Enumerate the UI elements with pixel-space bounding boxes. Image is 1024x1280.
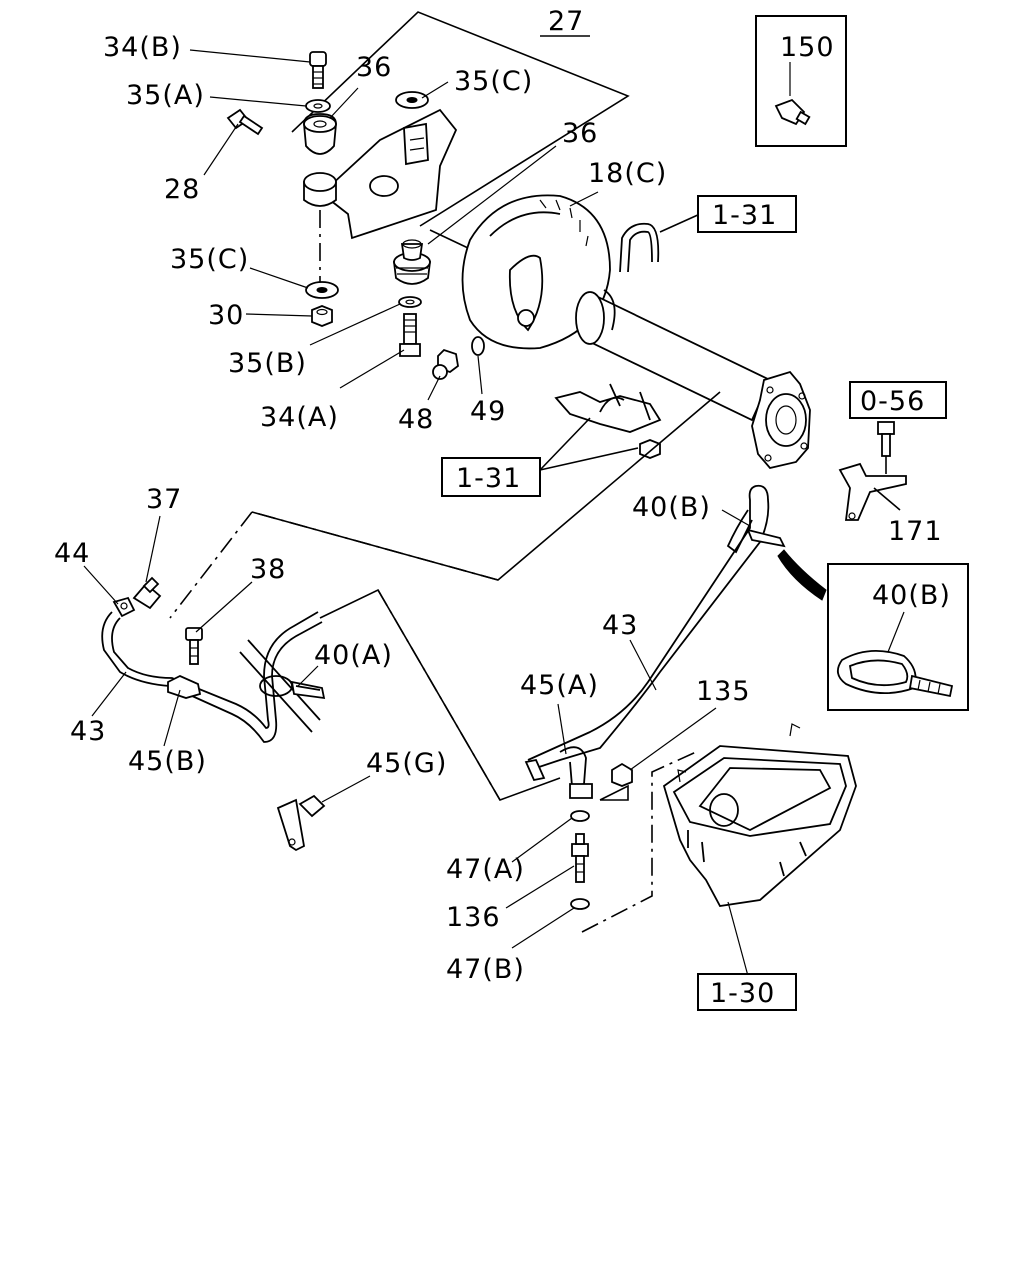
ref-box-150-label: 150 [780, 32, 835, 63]
bushing-36-lower [392, 239, 432, 285]
washer-47a [570, 810, 590, 822]
washer-35c-lower-hole [316, 287, 328, 293]
ref-box-1-30[interactable]: 1-30 [697, 973, 797, 1011]
ref-box-1-31-top-label: 1-31 [712, 200, 777, 231]
callout-48: 48 [398, 404, 434, 435]
bolt-38 [185, 627, 203, 665]
ref-box-0-56-label: 0-56 [860, 386, 925, 417]
callout-43-right: 43 [602, 610, 638, 641]
bracket-171 [838, 421, 907, 521]
callout-44: 44 [54, 538, 90, 569]
bolt-34a [399, 313, 421, 357]
washer-35b [398, 296, 422, 308]
callout-135: 135 [696, 676, 751, 707]
callout-45a: 45(A) [520, 670, 599, 701]
callout-171: 171 [888, 516, 943, 547]
washer-47b [570, 898, 590, 910]
fitting-44 [112, 596, 136, 618]
boundary-40a-dash [377, 589, 501, 801]
callout-37: 37 [146, 484, 182, 515]
callout-18c: 18(C) [588, 158, 667, 189]
clamp-40b-installed [746, 528, 827, 601]
clip-45b [167, 675, 202, 699]
nut-30 [311, 305, 333, 327]
nut-small [639, 439, 661, 459]
callout-40a: 40(A) [314, 640, 393, 671]
leaders-1-31-mid [539, 417, 639, 471]
callout-45g: 45(G) [366, 748, 447, 779]
callout-43-left: 43 [70, 716, 106, 747]
boundary-40a [319, 588, 561, 801]
leader-1-31-top [659, 213, 701, 233]
washer-35b-hole [405, 299, 415, 305]
callout-30: 30 [208, 300, 244, 331]
callout-35c-left: 35(C) [170, 244, 249, 275]
hose-43-left [101, 611, 323, 743]
group-27-outline [291, 11, 630, 227]
leader-171 [873, 487, 901, 511]
callout-35a: 35(A) [126, 80, 205, 111]
differential-housing-18c [429, 194, 811, 469]
ref-box-40b-detail-label: 40(B) [872, 580, 951, 611]
ref-box-1-31-mid-label: 1-31 [456, 463, 521, 494]
callout-labels: 27 34(B) 36 35(C) 35(A) 36 28 18(C) 35(C… [54, 6, 943, 985]
washer-35a-hole [313, 103, 323, 109]
ref-box-1-31-top[interactable]: 1-31 [697, 195, 797, 233]
callout-40b: 40(B) [632, 492, 711, 523]
ref-box-1-30-label: 1-30 [710, 978, 775, 1009]
clamp-40a [239, 639, 326, 733]
callout-49: 49 [470, 396, 506, 427]
skid-plate-1-30 [662, 723, 857, 907]
spring-seat-bracket [554, 383, 662, 433]
plug-48 [432, 348, 459, 380]
callout-136: 136 [446, 902, 501, 933]
callout-35c-top: 35(C) [454, 66, 533, 97]
washer-35a [305, 99, 331, 113]
boundary-line-lower [169, 391, 721, 619]
callout-34a: 34(A) [260, 402, 339, 433]
callout-28: 28 [164, 174, 200, 205]
callout-36-lower: 36 [562, 118, 598, 149]
boundary-1-30-dash [581, 751, 697, 933]
clip-45g [276, 794, 326, 852]
callout-35b: 35(B) [228, 348, 307, 379]
bracket-27 [303, 108, 458, 240]
hose-43-right [524, 484, 770, 782]
ref-box-40b-detail[interactable]: 40(B) [827, 563, 969, 711]
nut-135 [611, 762, 633, 787]
ref-box-1-31-mid[interactable]: 1-31 [441, 457, 541, 497]
callout-45b: 45(B) [128, 746, 207, 777]
callout-36-upper: 36 [356, 52, 392, 83]
u-bolt [619, 222, 660, 273]
gasket-49 [471, 336, 485, 356]
callout-34b: 34(B) [103, 32, 182, 63]
fitting-37 [132, 576, 162, 610]
bolt-34b [309, 51, 327, 89]
nut-135-bracket [599, 784, 629, 801]
callout-47b: 47(B) [446, 954, 525, 985]
callout-47a: 47(A) [446, 854, 525, 885]
callout-38: 38 [250, 554, 286, 585]
ref-box-150[interactable]: 150 [755, 15, 847, 147]
bolt-136 [571, 833, 589, 883]
washer-35c-top-hole [406, 97, 418, 103]
callout-27: 27 [548, 6, 584, 37]
leader-lines [83, 49, 751, 977]
bushing-36-upper [303, 113, 337, 155]
bolt-28 [226, 108, 264, 136]
ref-box-0-56[interactable]: 0-56 [849, 381, 947, 419]
